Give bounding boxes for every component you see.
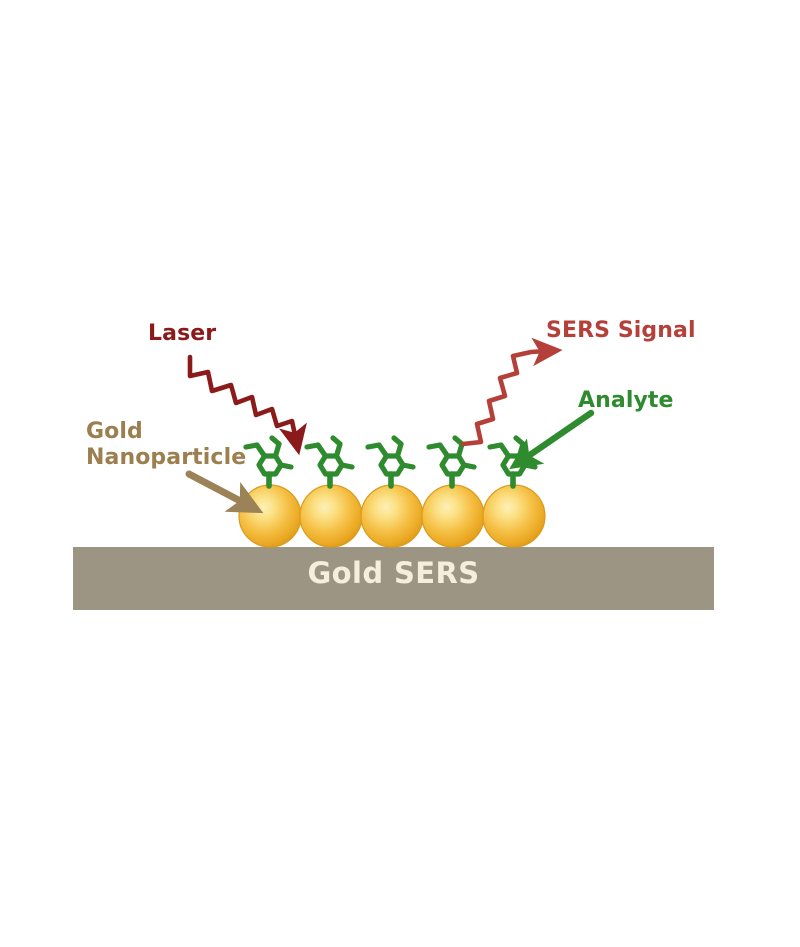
- gold-nanoparticle-label-line2: Nanoparticle: [86, 444, 247, 470]
- gold-nanoparticle: [421, 484, 485, 548]
- analyte-pointer-arrow: [509, 409, 595, 470]
- gold-nanoparticle: [360, 484, 424, 548]
- analyte-molecule: [246, 438, 291, 486]
- analyte-molecule: [368, 438, 413, 486]
- analyte-molecule: [490, 438, 535, 486]
- gold-nanoparticle-group: [238, 484, 546, 548]
- gold-nanoparticle-pointer-arrow: [185, 470, 264, 514]
- analyte-molecule: [307, 438, 352, 486]
- gold-sers-substrate-label: Gold SERS: [307, 556, 480, 590]
- gold-nanoparticle: [299, 484, 363, 548]
- analyte-label: Analyte: [578, 388, 674, 413]
- laser-wave-arrow: [187, 354, 307, 456]
- analyte-molecule-group: [246, 438, 535, 486]
- gold-nanoparticle: [482, 484, 546, 548]
- sers-signal-label: SERS Signal: [546, 318, 696, 343]
- sers-signal-wave-arrow: [460, 337, 563, 447]
- gold-nanoparticle: [238, 484, 302, 548]
- laser-label: Laser: [148, 321, 217, 346]
- gold-sers-substrate: [73, 547, 714, 610]
- gold-nanoparticle-label-line1: Gold: [86, 419, 143, 444]
